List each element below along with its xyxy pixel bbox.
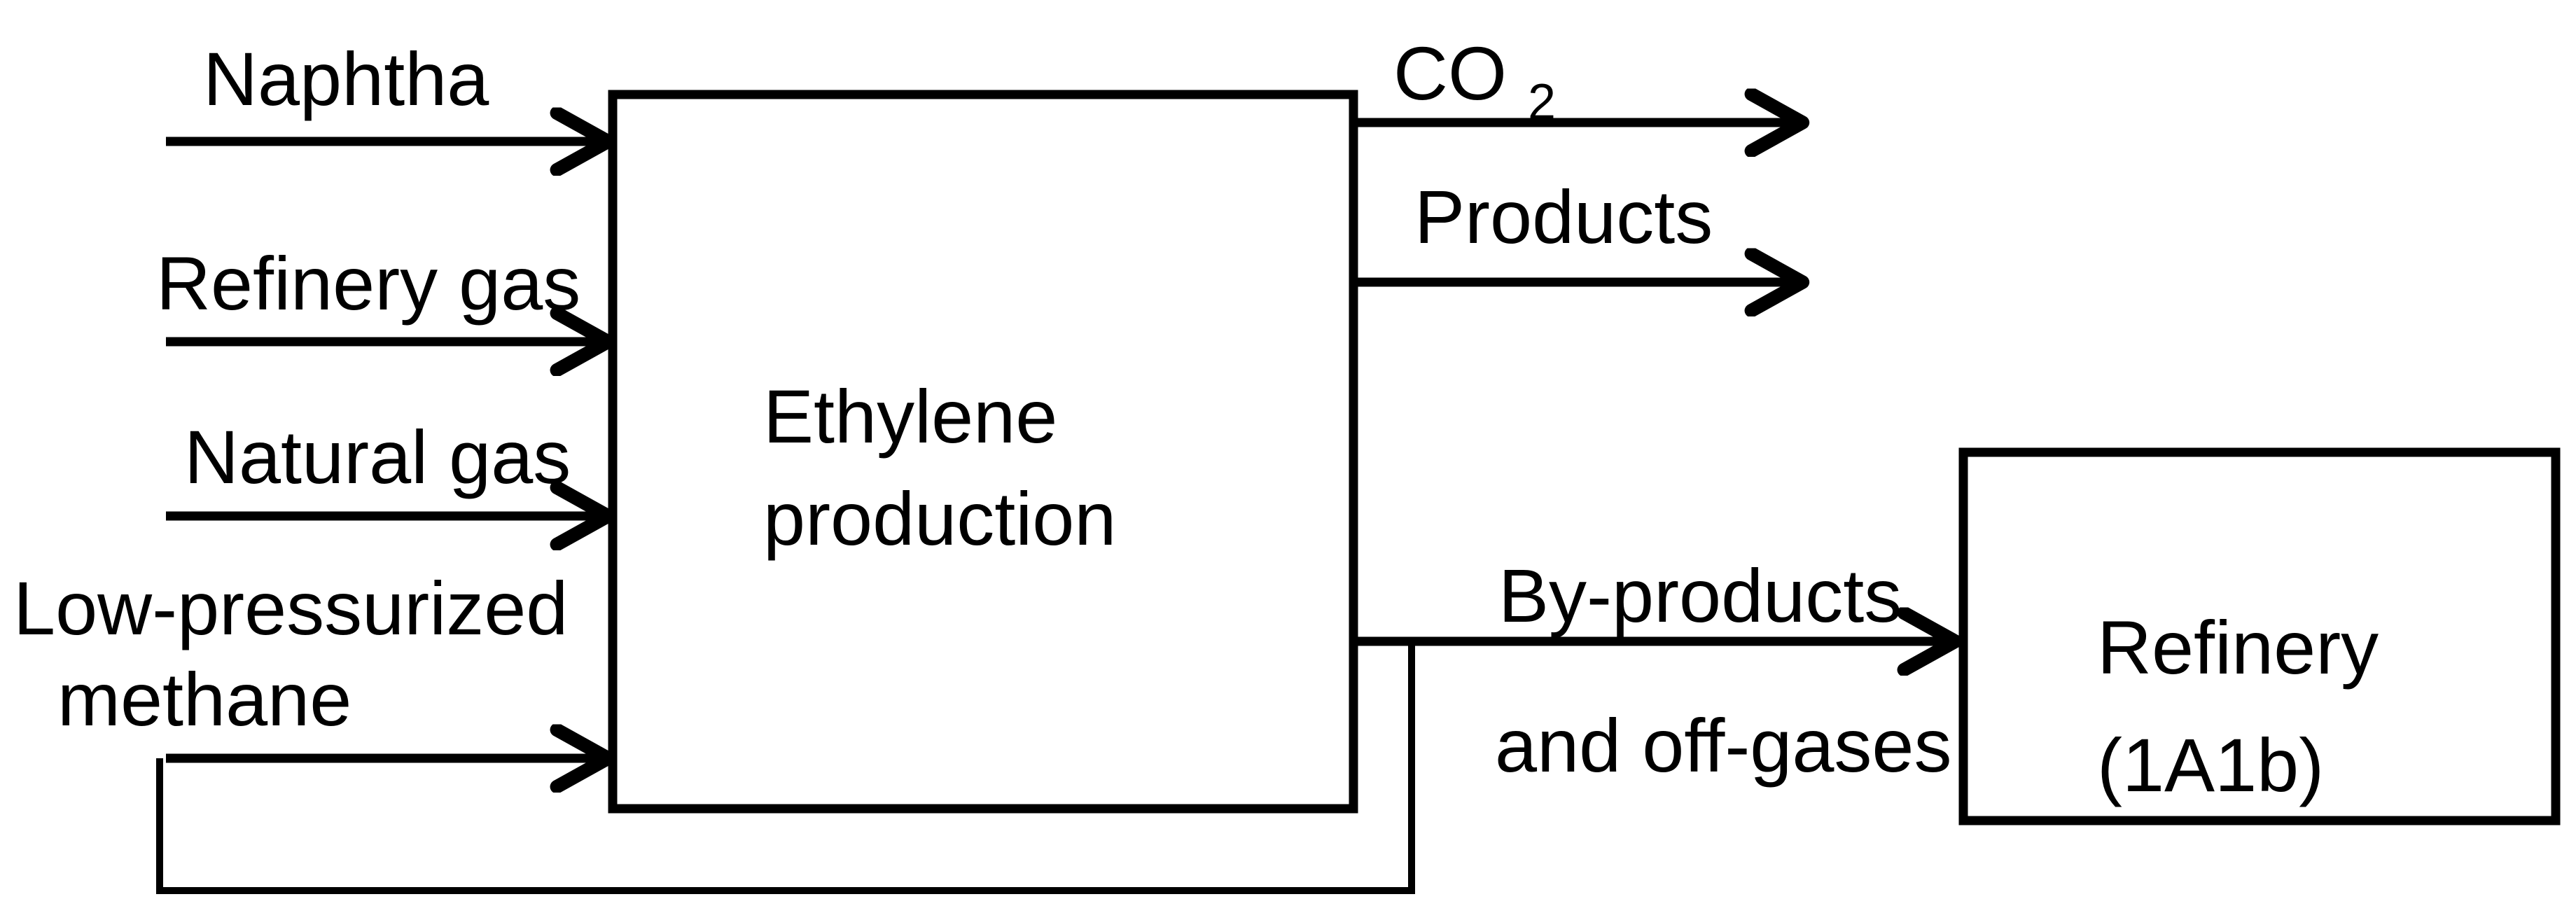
byproducts-label-line1: By-products [1498, 553, 1902, 638]
co2-label-base: CO [1393, 31, 1507, 116]
refinery-label-line2: (1A1b) [2097, 723, 2324, 807]
ethylene-production-label-line1: Ethylene [763, 374, 1057, 459]
co2-label: CO 2 [1393, 31, 1556, 130]
low-pressurized-methane-label-line2: methane [57, 657, 351, 741]
low-pressurized-methane-label-line1: Low-pressurized [13, 566, 568, 650]
refinery-label-line1: Refinery [2097, 605, 2379, 690]
naphtha-label: Naphtha [203, 36, 489, 121]
ethylene-production-label-line2: production [763, 476, 1116, 561]
refinery-gas-label: Refinery gas [156, 241, 580, 326]
refinery-box [1958, 447, 2561, 825]
co2-label-subscript: 2 [1528, 74, 1556, 130]
byproducts-label-line2: and off-gases [1495, 703, 1951, 788]
ethylene-production-box [608, 90, 1358, 814]
methane-recycle-line [156, 641, 1415, 894]
natural-gas-label: Natural gas [184, 414, 571, 499]
products-label: Products [1414, 174, 1713, 259]
